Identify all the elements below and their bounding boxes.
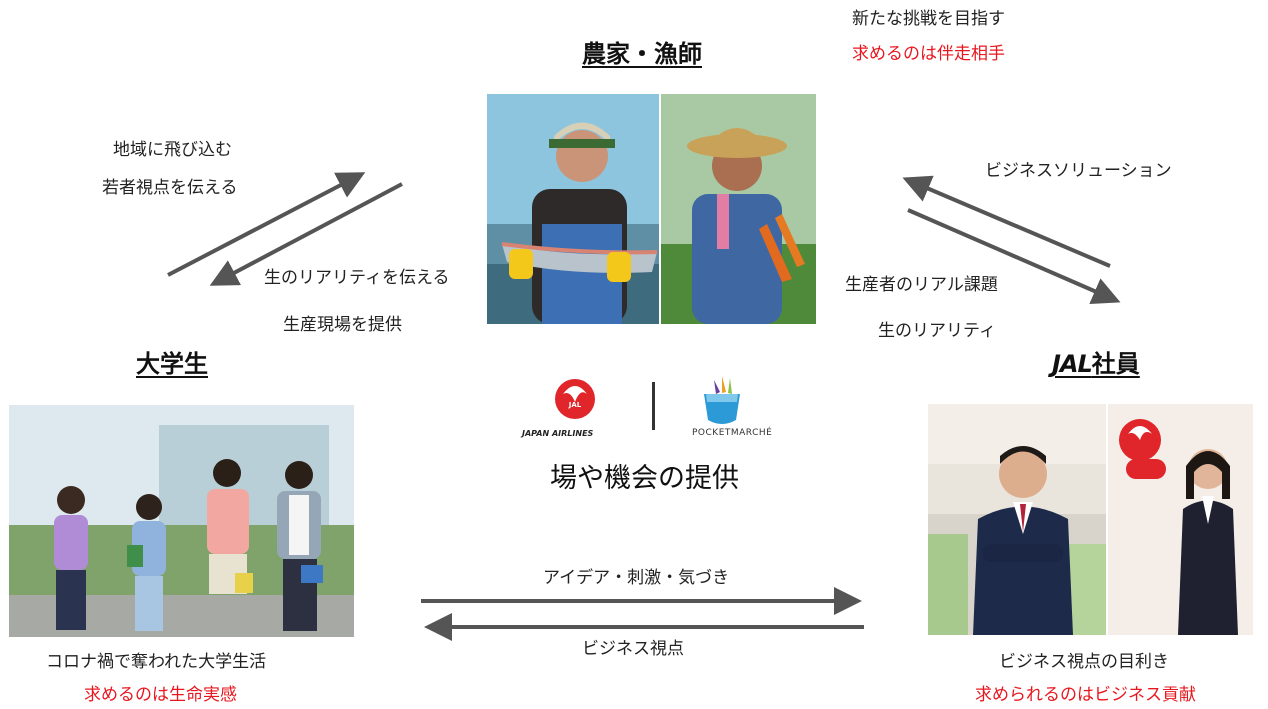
jal-staff-caption: ビジネス視点の目利き [999,652,1169,672]
farmers-title: 農家・漁師 [582,40,702,68]
logo-divider [652,382,655,430]
label-farmers-to-students-2: 生産現場を提供 [283,315,402,335]
arrow-students-to-farmers [167,172,366,277]
arrow-jal-to-farmers [902,175,1111,268]
pocketmarche-logo: POCKETMARCHÉ [692,372,782,442]
center-caption: 場や機会の提供 [550,463,739,494]
farmers-photo [487,94,816,324]
label-farmers-to-students-1: 生のリアリティを伝える [264,268,450,288]
arrow-farmers-to-jal [907,208,1121,305]
students-title: 大学生 [136,350,208,378]
label-students-to-farmers-2: 若者視点を伝える [102,178,238,198]
label-jal-to-farmers: ビジネスソリューション [985,161,1172,181]
arrow-farmers-to-students [209,182,403,286]
jal-staff-title: JAL社員 [1052,344,1140,379]
svg-text:JAL: JAL [568,401,582,409]
students-caption: コロナ禍で奪われた大学生活 [46,652,267,672]
jal-logo-text: JAPAN AIRLINES [522,429,594,438]
label-farmers-to-jal-1: 生産者のリアル課題 [845,275,998,295]
students-need: 求めるのは生命実感 [84,685,237,705]
farmers-note: 新たな挑戦を目指す [852,9,1005,29]
label-students-to-farmers-1: 地域に飛び込む [113,140,232,160]
label-farmers-to-jal-2: 生のリアリティ [878,321,996,341]
jal-wordmark: JAL [1052,350,1093,378]
label-students-to-jal: アイデア・刺激・気づき [543,568,730,588]
students-photo [9,405,354,637]
jal-staff-photo [928,404,1253,635]
label-jal-to-students: ビジネス視点 [582,639,684,659]
farmers-need: 求めるのは伴走相手 [852,44,1005,64]
jal-staff-need: 求められるのはビジネス貢献 [975,685,1196,705]
jal-logo: JAL JAPAN AIRLINES [522,374,622,444]
jal-staff-title-text: 社員 [1091,350,1140,378]
pocketmarche-logo-text: POCKETMARCHÉ [692,428,773,438]
